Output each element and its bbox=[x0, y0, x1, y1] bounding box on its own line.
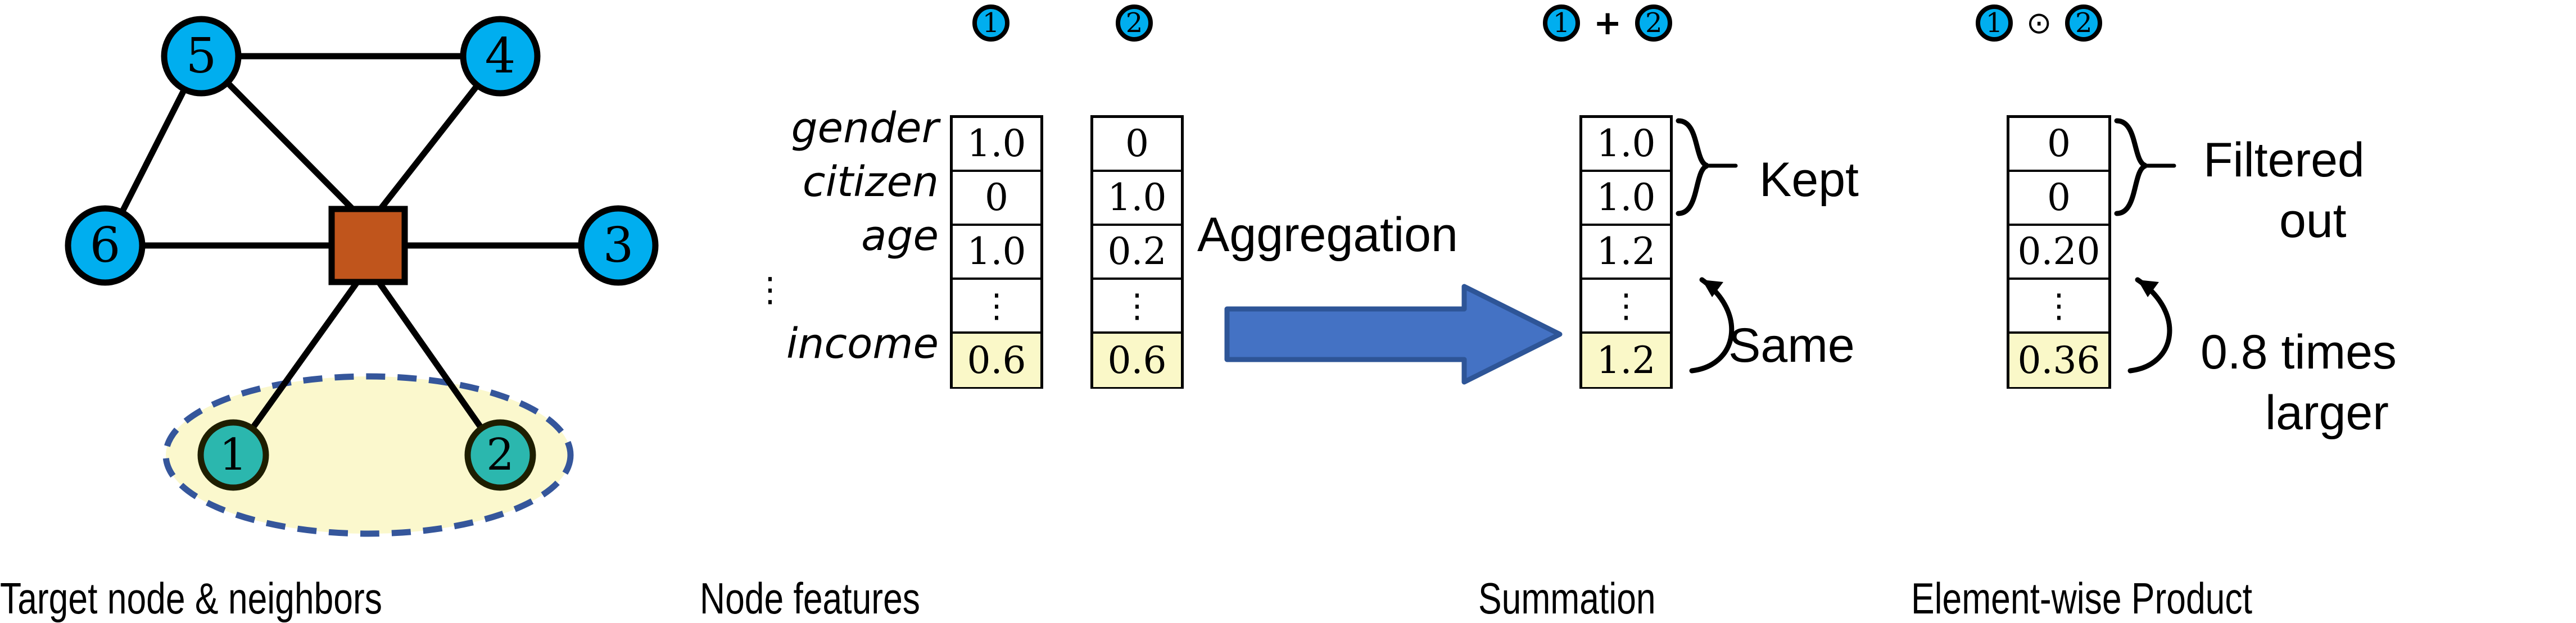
vector-table-product: 0 0 0.20 ⋮ 0.36 bbox=[2007, 115, 2111, 389]
annotation-same: Same bbox=[1728, 319, 1855, 372]
graph-nodes: 5 4 6 3 1 2 bbox=[65, 16, 659, 491]
vector-cell: 1.0 bbox=[1582, 172, 1670, 226]
vector-cell-ellipsis: ⋮ bbox=[1093, 280, 1181, 334]
vector-header-summation: 1 + 2 bbox=[1543, 3, 1673, 43]
feature-name-citizen: citizen bbox=[802, 158, 939, 206]
plus-operator-icon: + bbox=[1593, 3, 1622, 43]
vector-cell: 0.20 bbox=[2009, 226, 2108, 280]
node-chip-2[interactable]: 2 bbox=[2065, 4, 2103, 42]
vector-cell-highlighted: 0.36 bbox=[2009, 334, 2108, 387]
summation-annotation-marks bbox=[1676, 118, 1738, 374]
annotation-kept: Kept bbox=[1759, 153, 1859, 207]
caption-graph: Target node & neighbors bbox=[0, 574, 382, 623]
feature-name-gender: gender bbox=[791, 104, 939, 152]
vector-table-node2: 0 1.0 0.2 ⋮ 0.6 bbox=[1090, 115, 1184, 389]
vector-cell: 1.0 bbox=[953, 118, 1040, 172]
graph-node-2[interactable] bbox=[464, 419, 536, 491]
scaled-value-arrow-icon bbox=[2127, 277, 2172, 374]
odot-operator-icon: ⊙ bbox=[2026, 5, 2052, 40]
caption-product: Element-wise Product bbox=[1911, 574, 2252, 623]
annotation-filtered-out-line1: Filtered bbox=[2203, 133, 2365, 187]
graph-node-3-label: 3 bbox=[603, 217, 634, 274]
vector-header-node1: 1 bbox=[972, 4, 1009, 42]
target-node-square[interactable] bbox=[328, 206, 408, 285]
vector-cell: 0 bbox=[953, 172, 1040, 226]
vector-cell: 1.2 bbox=[1582, 226, 1670, 280]
graph-panel: 5 4 6 3 1 2 bbox=[65, 16, 659, 537]
same-value-arrow-icon bbox=[1689, 277, 1735, 374]
graph-node-2-label: 2 bbox=[486, 430, 514, 480]
graph-node-5-label: 5 bbox=[186, 28, 217, 84]
vector-cell: 0 bbox=[2009, 172, 2108, 226]
feature-name-list: gender citizen age ⋮ income bbox=[669, 101, 939, 371]
vector-cell: 1.0 bbox=[1093, 172, 1181, 226]
caption-features: Node features bbox=[700, 574, 920, 623]
node-chip-2[interactable]: 2 bbox=[1116, 4, 1153, 42]
annotation-filtered-out-line2: out bbox=[2279, 194, 2347, 248]
feature-name-income: income bbox=[786, 320, 939, 368]
graph-node-3[interactable] bbox=[578, 205, 659, 286]
vector-cell-ellipsis: ⋮ bbox=[2009, 280, 2108, 334]
graph-node-1-label: 1 bbox=[219, 430, 247, 480]
vector-cell-ellipsis: ⋮ bbox=[953, 280, 1040, 334]
annotation-larger-line2: larger bbox=[2265, 386, 2389, 440]
node-chip-1[interactable]: 1 bbox=[972, 4, 1009, 42]
vector-table-summation: 1.0 1.0 1.2 ⋮ 1.2 bbox=[1579, 115, 1673, 389]
caption-summation: Summation bbox=[1478, 574, 1656, 623]
vector-cell: 1.0 bbox=[1582, 118, 1670, 172]
graph-node-1[interactable] bbox=[197, 419, 269, 491]
annotation-larger-line1: 0.8 times bbox=[2201, 325, 2397, 379]
graph-node-6[interactable] bbox=[65, 205, 146, 286]
feature-name-ellipsis: ⋮ bbox=[753, 270, 787, 310]
vector-cell: 1.0 bbox=[953, 226, 1040, 280]
aggregation-label: Aggregation bbox=[1197, 208, 1458, 262]
brace-icon bbox=[2114, 118, 2147, 216]
vector-header-product: 1 ⊙ 2 bbox=[1976, 4, 2103, 42]
node-chip-1[interactable]: 1 bbox=[1976, 4, 2013, 42]
graph-node-4-label: 4 bbox=[485, 28, 516, 84]
vector-cell: 0 bbox=[1093, 118, 1181, 172]
graph-node-5[interactable] bbox=[161, 16, 242, 97]
vector-table-node1: 1.0 0 1.0 ⋮ 0.6 bbox=[950, 115, 1043, 389]
brace-icon bbox=[1676, 118, 1709, 216]
vector-cell-highlighted: 0.6 bbox=[953, 334, 1040, 387]
aggregation-arrow-icon bbox=[1224, 284, 1563, 385]
vector-cell-ellipsis: ⋮ bbox=[1582, 280, 1670, 334]
node-chip-1[interactable]: 1 bbox=[1543, 4, 1580, 42]
feature-name-age: age bbox=[861, 212, 939, 260]
node-chip-2[interactable]: 2 bbox=[1635, 4, 1673, 42]
vector-header-node2: 2 bbox=[1116, 4, 1153, 42]
graph-node-6-label: 6 bbox=[90, 217, 121, 274]
vector-cell: 0 bbox=[2009, 118, 2108, 172]
product-annotation-marks bbox=[2114, 118, 2176, 374]
vector-cell-highlighted: 0.6 bbox=[1093, 334, 1181, 387]
vector-cell: 0.2 bbox=[1093, 226, 1181, 280]
vector-cell-highlighted: 1.2 bbox=[1582, 334, 1670, 387]
graph-node-4[interactable] bbox=[460, 16, 541, 97]
